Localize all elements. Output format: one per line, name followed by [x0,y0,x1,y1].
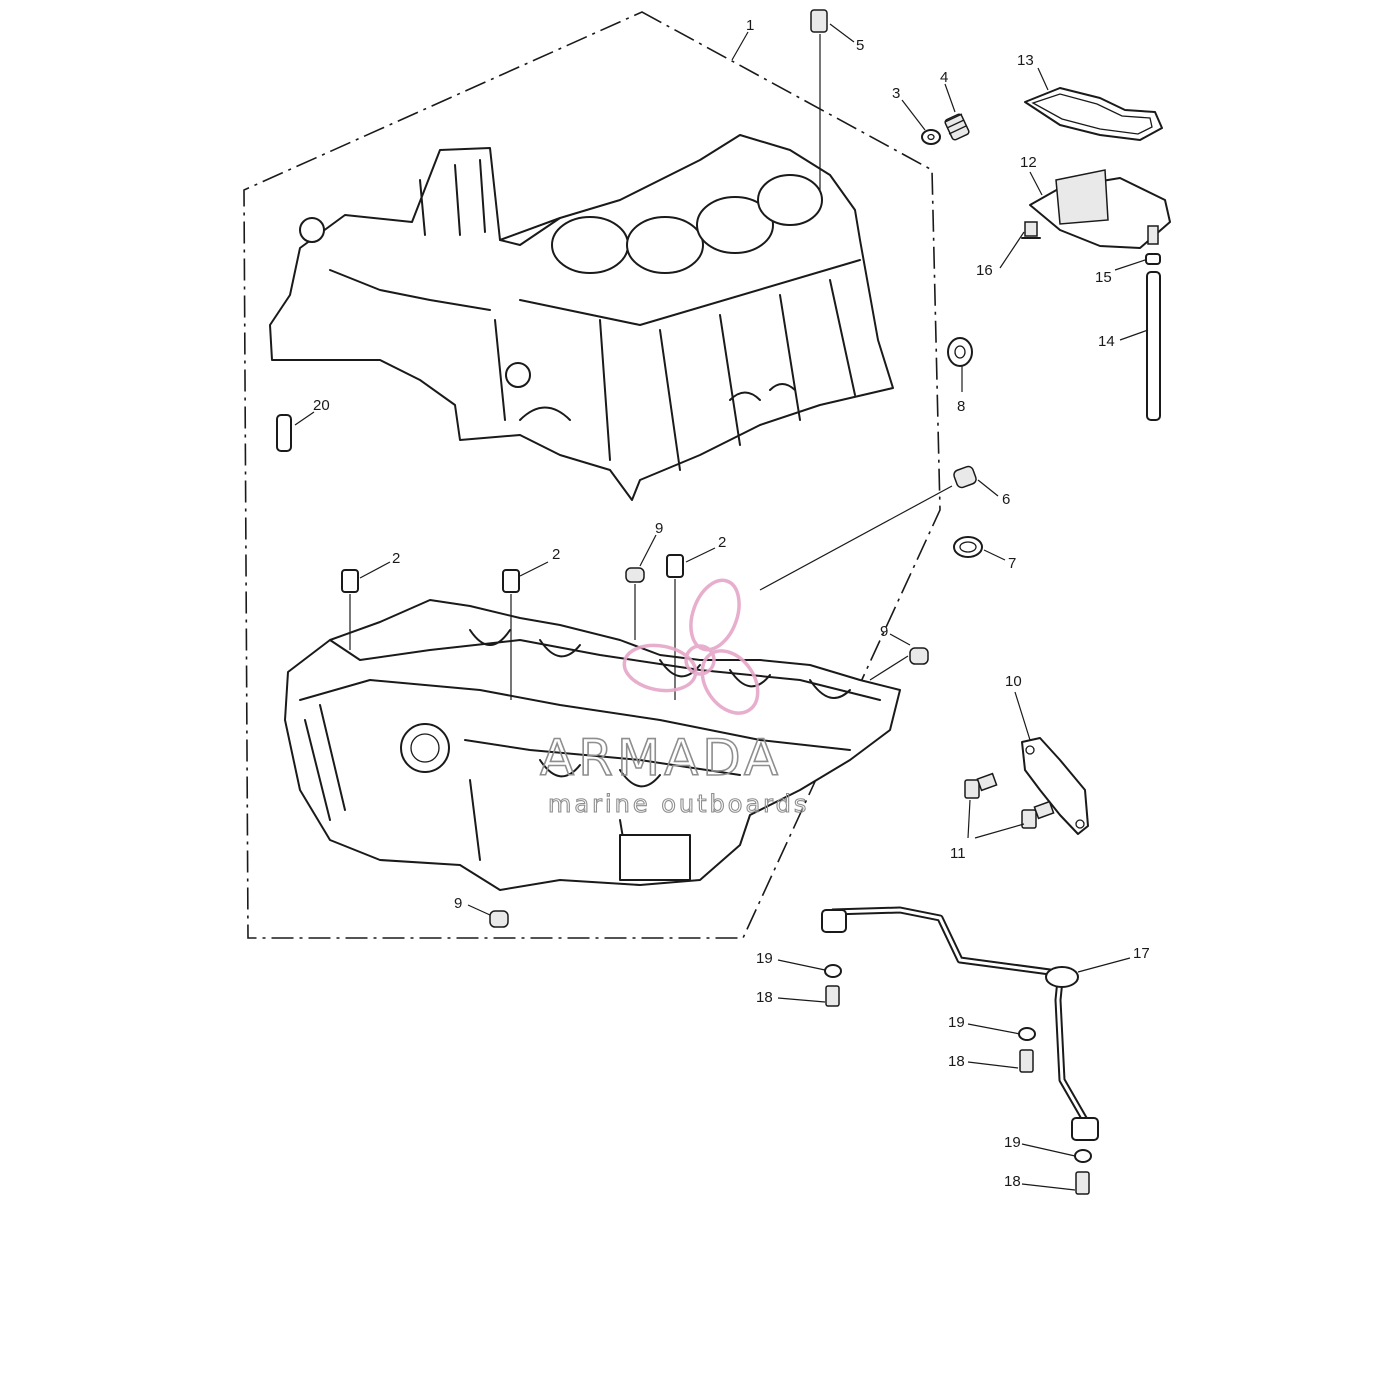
callout-labels: 1 2 2 2 3 4 5 6 7 8 9 9 9 10 11 12 13 14… [313,17,1150,1190]
callout-3: 3 [892,85,900,102]
callout-2b: 2 [552,546,560,563]
part-16-bolt [1021,221,1041,239]
part-17-oil-pipe [821,906,1099,1141]
part-8-washer [947,337,973,367]
part-2-dowels [341,554,684,700]
callout-18b: 18 [948,1053,965,1070]
callout-8: 8 [957,398,965,415]
callout-18c: 18 [1004,1173,1021,1190]
callout-19b: 19 [948,1014,965,1031]
callout-2a: 2 [392,550,400,567]
assembly-boundary [243,11,941,939]
callout-4: 4 [940,69,948,86]
callout-12: 12 [1020,154,1037,171]
part-12-baffle-plate [1029,169,1171,249]
callout-13: 13 [1017,52,1034,69]
part-18-19-fasteners [824,964,1092,1195]
callout-6: 6 [1002,491,1010,508]
part-13-gasket [1024,87,1163,141]
watermark-propeller-icon [622,578,760,715]
part-15-seal [1145,253,1161,265]
part-6-bush [759,465,977,591]
callout-10: 10 [1005,673,1022,690]
callout-9b: 9 [880,623,888,640]
part-20-dowel [276,414,292,452]
callout-9c: 9 [454,895,462,912]
callout-18a: 18 [756,989,773,1006]
callout-9a: 9 [655,520,663,537]
part-7-oring [953,536,983,558]
callout-15: 15 [1095,269,1112,286]
upper-crankcase [269,134,894,501]
callout-17: 17 [1133,945,1150,962]
callout-11: 11 [950,845,966,862]
callout-1: 1 [746,17,754,34]
part-10-bracket [1021,737,1089,835]
callout-5: 5 [856,37,864,54]
part-9-caps [489,567,929,928]
leader-lines [294,23,1149,1191]
part-11-bolts [964,772,1055,829]
part-3-washer [921,129,941,145]
callout-19a: 19 [756,950,773,967]
part-5-dowel [810,9,828,190]
part-14-tube [1146,271,1161,421]
callout-16: 16 [976,262,993,279]
lower-crankcase [284,599,901,891]
callout-2c: 2 [718,534,726,551]
callout-19c: 19 [1004,1134,1021,1151]
watermark-tagline: marine outboards [548,790,809,818]
part-4-plug [944,113,970,141]
watermark-brand: ARMADA [540,729,782,787]
callout-7: 7 [1008,555,1016,572]
callout-14: 14 [1098,333,1115,350]
callout-20: 20 [313,397,330,414]
